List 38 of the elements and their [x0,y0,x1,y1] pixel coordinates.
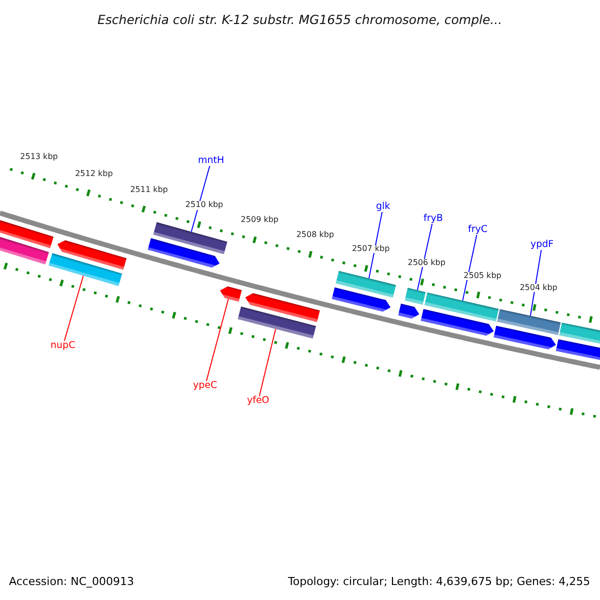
leader-line [462,234,478,302]
gene-label: fryC [468,225,488,235]
gene-label: nupC [50,341,76,351]
ruler-label: 2512 kbp [75,170,113,178]
gene-feature [398,304,420,319]
leader-line [258,328,276,396]
ruler-label: 2508 kbp [296,231,334,240]
leader-line [530,249,542,316]
leader-line [64,275,84,342]
gene-bar [404,288,426,305]
gene-feature [220,286,242,302]
gene-label: fryB [424,214,443,224]
footer-text: Accession: NC_000913 [9,576,134,588]
leader-line [206,298,229,382]
gene-bar [424,292,499,322]
ruler-label: 2510 kbp [185,201,224,210]
gene-label: glk [376,202,390,212]
gene-bar [238,306,316,339]
ruler-label: 2511 kbp [130,186,168,194]
ruler-label: 2507 kbp [352,245,390,254]
gene-bar [497,309,561,336]
gene-label: ypeC [193,381,218,391]
leader-line [368,211,383,279]
gene-label: mntH [198,156,224,166]
gene-bar [336,270,396,298]
footer-text: Topology: circular; Length: 4,639,675 bp; Genes: 4,255 [288,576,590,588]
ruler-label: 2513 kbp [20,153,58,162]
title: Escherichia coli str. K-12 substr. MG1655 chromosome, comple... [98,12,502,26]
ruler-label: 2504 kbp [520,284,558,292]
leader-line [190,165,210,232]
gene-label: ypdF [530,240,554,250]
ruler-label: 2505 kbp [464,272,502,280]
leader-line [416,223,433,291]
gene-bar [48,253,122,286]
ruler-label: 2509 kbp [240,216,278,225]
ruler-label: 2506 kbp [408,258,446,267]
gene-label: yfeO [247,396,270,406]
gene-bar [153,222,228,254]
